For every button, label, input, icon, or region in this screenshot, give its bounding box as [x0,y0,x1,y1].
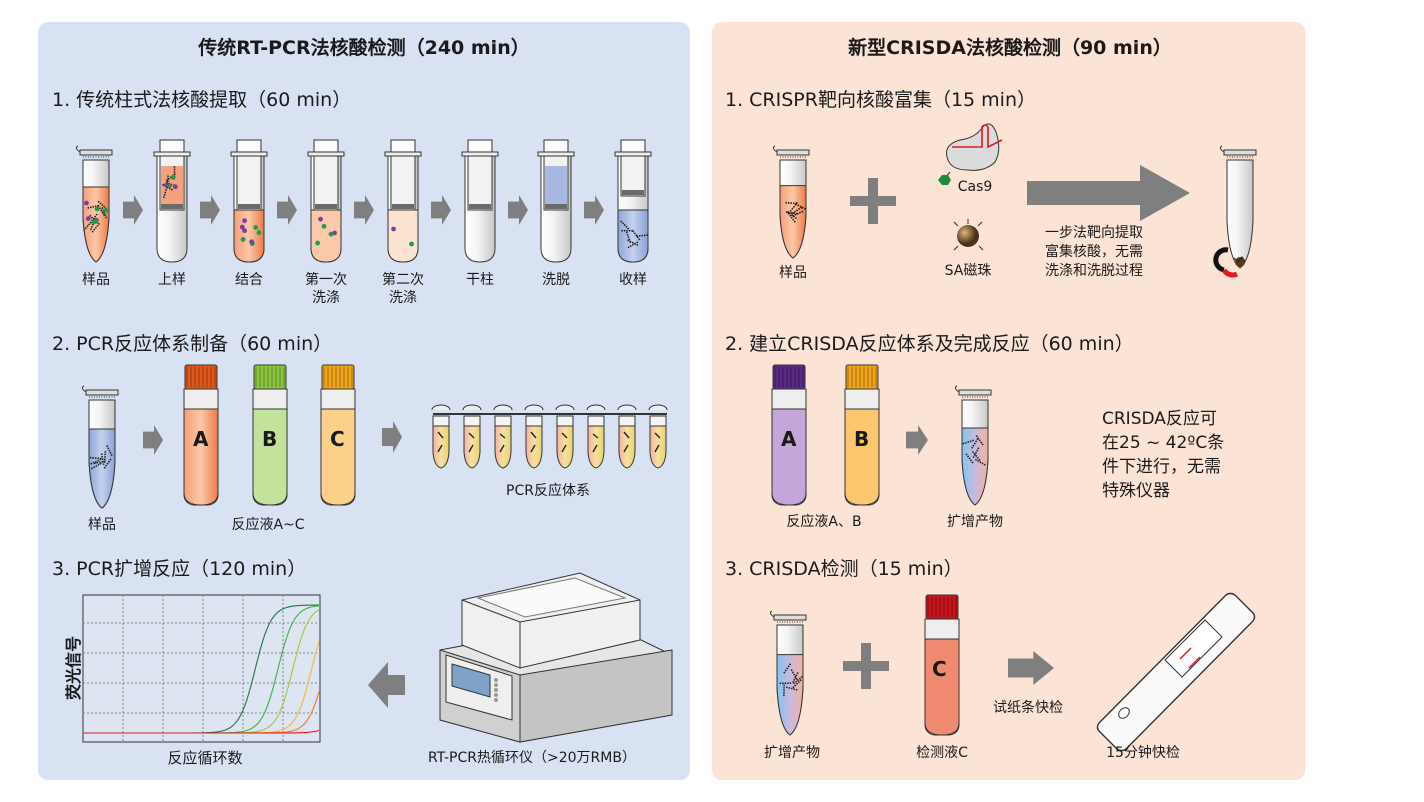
tube-letter-a-r: A [781,427,797,451]
reagent-tube-c [320,364,356,506]
arrow-right-icon [508,195,528,225]
test-strip-icon [1096,592,1256,752]
sa-magnetic-bead-icon [953,219,984,251]
tube-letter-b: B [262,427,278,451]
right-step1-heading: 1. CRISPR靶向核酸富集（15 min） [725,89,1037,111]
note-line: CRISDA反应可 [1102,409,1217,429]
wash1-column-tube [307,139,345,263]
sample-tube [75,145,113,263]
label-wash1-line1: 第一次 [305,272,347,288]
label-thermocycler: RT-PCR热循环仪（>20万RMB） [428,750,636,766]
arrow-right-icon [1008,651,1054,685]
chart-y-label: 荧光信号 [64,635,84,701]
note-line: 件下进行，无需 [1102,457,1221,477]
arrow-right-icon [354,195,374,225]
label-cas9: Cas9 [957,179,993,195]
big-arrow-right-icon [1027,165,1190,221]
label-pcr-system: PCR反应体系 [506,483,590,499]
elute-column-tube [537,139,575,263]
label-wash2: 第二次洗涤 [382,271,424,307]
product-tube [954,385,992,506]
pcr-strip-tubes [431,404,668,469]
note-line: 特殊仪器 [1102,481,1170,501]
sample-tube-2 [81,385,119,509]
tube-letter-c: C [330,427,345,451]
label-load: 上样 [158,272,186,288]
product-tube-2 [769,610,807,736]
enrichment-note: 一步法靶向提取富集核酸，无需洗涤和洗脱过程 [1045,224,1143,281]
reagent-tube-b [252,364,288,506]
arrow-right-icon [584,195,604,225]
arrow-right-icon [277,195,297,225]
dry-column-tube [461,139,499,263]
arrow-right-icon [382,421,402,453]
right-title: 新型CRISDA法核酸检测（90 min） [848,37,1172,59]
arrow-right-icon [200,195,220,225]
note-line: 一步法靶向提取 [1045,225,1143,241]
left-step3-heading: 3. PCR扩增反应（120 min） [52,558,307,580]
reagent-tube-a [183,364,219,506]
label-elute: 洗脱 [542,272,570,288]
label-bind: 结合 [235,272,263,288]
label-wash2-line2: 洗涤 [389,290,417,306]
label-dry: 干柱 [466,272,494,288]
label-15min: 15分钟快检 [1106,745,1180,761]
label-wash2-line1: 第二次 [382,272,424,288]
cas9-protein-icon [938,123,1003,185]
tube-letter-b-r: B [854,427,870,451]
reagent-tube-a-r [771,364,807,506]
arrow-right-icon [123,195,143,225]
arrow-right-icon [906,425,928,455]
tube-letter-c-r: C [932,657,947,681]
wash2-column-tube [384,139,422,263]
reagent-tube-b-r [844,364,880,506]
note-line: 富集核酸，无需 [1045,244,1143,260]
binding-column-tube [230,139,268,263]
label-sample-2: 样品 [88,517,116,533]
right-step2-heading: 2. 建立CRISDA反应体系及完成反应（60 min） [725,333,1134,355]
left-step2-heading: 2. PCR反应体系制备（60 min） [52,333,333,355]
label-reagents-ab: 反应液A、B [786,514,862,530]
plus-icon [850,178,896,224]
load-column-tube [153,139,191,263]
chart-x-label: 反应循环数 [167,749,243,767]
left-step1-heading: 1. 传统柱式法核酸提取（60 min） [52,89,352,111]
arrow-right-icon [143,425,163,455]
label-sample: 样品 [82,272,110,288]
right-step3-heading: 3. CRISDA检测（15 min） [725,558,963,580]
arrow-right-icon [431,195,451,225]
amplification-curve [83,729,320,734]
label-reagents-ac: 反应液A~C [231,517,305,533]
label-product: 扩增产物 [947,514,1003,530]
plus-icon-2 [843,643,889,689]
left-title: 传统RT-PCR法核酸检测（240 min） [198,37,530,59]
amplification-chart-frame [82,594,321,743]
thermocycler-device [439,572,673,743]
label-product-2: 扩增产物 [764,745,820,761]
label-sa-beads: SA磁珠 [944,263,992,279]
label-collect: 收样 [619,272,647,288]
detection-tube-c [924,594,960,736]
label-wash1-line2: 洗涤 [312,290,340,306]
label-sample-r: 样品 [779,265,807,281]
label-detect-c: 检测液C [916,745,968,761]
label-wash1: 第一次洗涤 [305,271,347,307]
crisda-condition-note: CRISDA反应可在25 ~ 42ºC条件下进行，无需特殊仪器 [1102,407,1224,503]
label-strip-test: 试纸条快检 [993,700,1063,716]
enriched-tube [1213,145,1257,278]
collect-tube [614,139,652,263]
arrow-left-icon [368,662,405,708]
note-line: 在25 ~ 42ºC条 [1102,433,1225,453]
tube-letter-a: A [193,427,209,451]
sample-tube-r [772,145,810,259]
note-line: 洗涤和洗脱过程 [1045,263,1143,279]
